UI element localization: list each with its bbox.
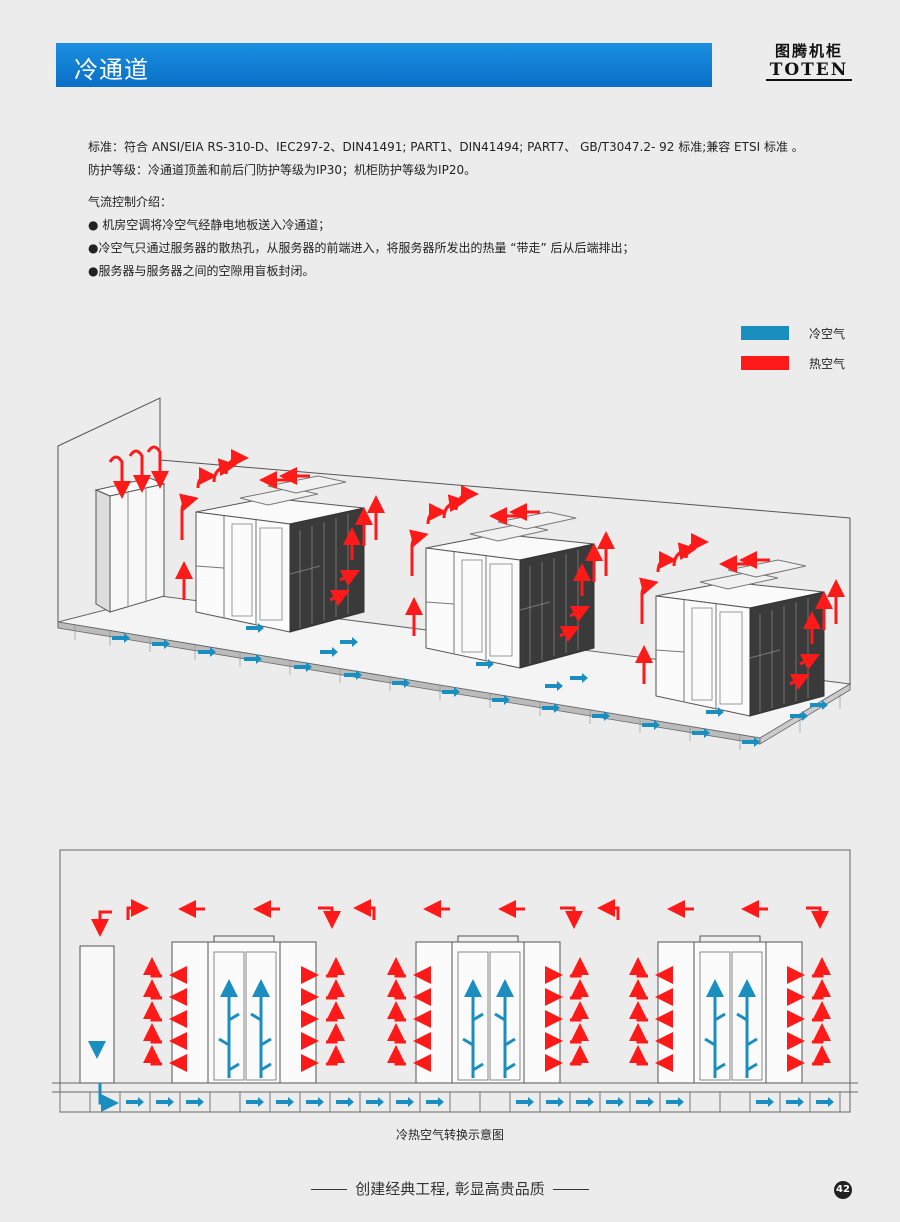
page-number: 42 — [834, 1181, 852, 1199]
side-rack-group-1 — [143, 935, 345, 1084]
isometric-room — [57, 397, 851, 690]
protection-text: 防护等级：冷通道顶盖和前后门防护等级为IP30；机柜防护等级为IP20。 — [88, 163, 477, 177]
footer: 创建经典工程, 彰显高贵品质 — [0, 1178, 900, 1199]
rack-cluster-3 — [635, 533, 845, 717]
diagram-caption: 冷热空气转换示意图 — [395, 1128, 504, 1142]
standard-text: 标准：符合 ANSI/EIA RS-310-D、IEC297-2、DIN4149… — [88, 140, 804, 154]
legend-label: 热空气 — [809, 356, 846, 371]
airflow-heading: 气流控制介绍： — [88, 195, 173, 209]
legend: 冷空气 热空气 — [741, 318, 845, 378]
page-title: 冷通道 — [74, 56, 149, 84]
air-conditioner-unit — [94, 445, 169, 613]
legend-item-cold: 冷空气 — [741, 318, 845, 348]
legend-swatch-hot — [741, 356, 789, 370]
spec-text-block: 标准：符合 ANSI/EIA RS-310-D、IEC297-2、DIN4149… — [88, 136, 804, 283]
footer-divider-right — [552, 1189, 589, 1190]
side-rack-group-2 — [387, 935, 589, 1084]
rack-cluster-2 — [405, 485, 615, 669]
side-rack-group-3 — [629, 935, 831, 1084]
raised-floor — [57, 595, 852, 750]
legend-swatch-cold — [741, 326, 789, 340]
brand-logo: 图腾机柜 TOTEN — [766, 40, 852, 81]
logo-english: TOTEN — [766, 61, 852, 81]
footer-divider-left — [311, 1189, 348, 1190]
airflow-item: ●冷空气只通过服务器的散热孔，从服务器的前端进入，将服务器所发出的热量 “带走”… — [88, 241, 635, 255]
airflow-item: ●服务器与服务器之间的空隙用盲板封闭。 — [88, 264, 315, 278]
footer-slogan: 创建经典工程, 彰显高贵品质 — [355, 1180, 545, 1198]
rack-cluster-1 — [175, 449, 385, 633]
legend-item-hot: 热空气 — [741, 348, 845, 378]
airflow-item: ● 机房空调将冷空气经静电地板送入冷通道； — [88, 218, 331, 232]
logo-chinese: 图腾机柜 — [774, 42, 843, 60]
header-bar: 冷通道 — [56, 43, 712, 87]
legend-label: 冷空气 — [809, 326, 846, 341]
